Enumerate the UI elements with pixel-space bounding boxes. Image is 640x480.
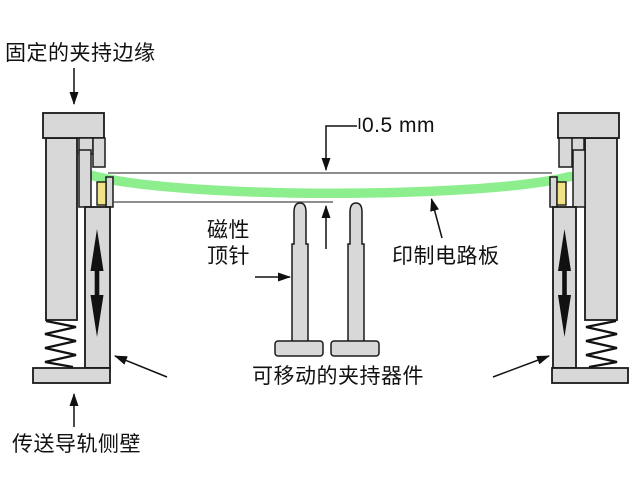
label-rail-side-wall: 传送导轨侧壁 (12, 433, 141, 456)
pin-1-shaft (291, 202, 309, 343)
left-fixed-jaw-block (92, 137, 106, 168)
magnetic-pin-1 (274, 202, 324, 357)
right-clamp-pad (556, 181, 567, 206)
left-cap (42, 112, 105, 139)
left-up-down-arrow (90, 229, 104, 337)
right-rail-base (551, 367, 629, 384)
left-jaw-finger (78, 149, 92, 208)
pin-1-base (274, 340, 324, 357)
right-jaw-left-wall (549, 176, 558, 208)
label-fixed-clamping-edge: 固定的夹持边缘 (5, 42, 156, 65)
right-main-column (584, 137, 618, 321)
right-cap (557, 112, 620, 139)
left-rail-base (32, 367, 111, 384)
right-up-down-arrow (558, 229, 571, 337)
left-jaw-right-wall (105, 176, 114, 208)
movable-clamp-left-leader-arrow (114, 355, 168, 378)
magnetic-pin-2 (330, 202, 380, 357)
right-spring (585, 319, 618, 369)
right-fixed-jaw-block (558, 137, 573, 168)
label-magnetic-pin-line2: 顶针 (207, 245, 250, 268)
dimension-leader-line (321, 125, 357, 171)
label-sag-dimension: 0.5 mm (362, 114, 436, 137)
pcb-board-curve (87, 170, 575, 198)
movable-clamp-right-leader-arrow (492, 355, 550, 378)
right-jaw-finger (572, 149, 586, 208)
label-magnetic-pin: 磁性 顶针 (207, 218, 250, 270)
pin-2-base (330, 340, 380, 357)
label-movable-clamp: 可移动的夹持器件 (252, 365, 424, 388)
pin-2-shaft (347, 202, 365, 343)
pcb-leader-arrow (430, 198, 443, 239)
label-pcb: 印制电路板 (392, 245, 500, 268)
left-main-column (45, 137, 78, 321)
left-clamp-assembly (32, 112, 114, 384)
label-magnetic-pin-line1: 磁性 (207, 219, 250, 242)
right-clamp-assembly (549, 112, 629, 384)
left-clamp-pad (96, 181, 107, 206)
left-spring (44, 319, 77, 369)
